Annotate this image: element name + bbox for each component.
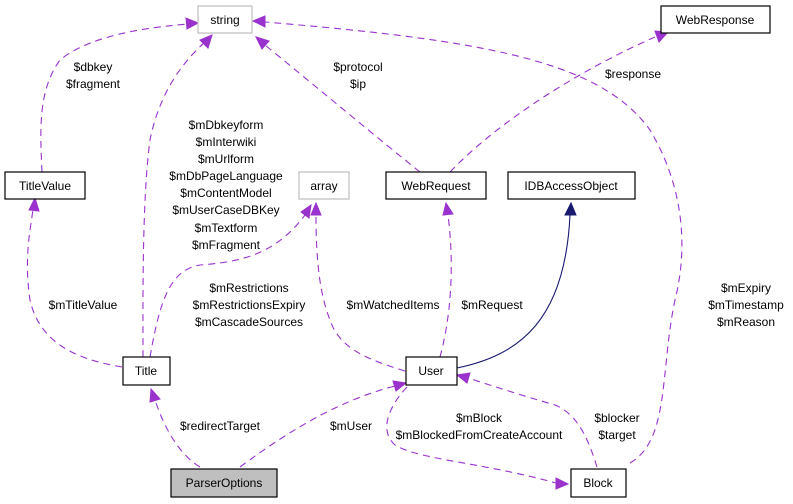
edge-label-block-user: $blocker $target [594, 411, 639, 442]
edge-label-title-array: $mRestrictions $mRestrictionsExpiry $mCa… [193, 281, 306, 329]
node-idbaccessobject[interactable]: IDBAccessObject [507, 171, 636, 200]
edge-label-block-string: $mExpiry $mTimestamp $mReason [708, 281, 784, 329]
svg-text:$mExpiry: $mExpiry [721, 281, 771, 295]
node-webresponse[interactable]: WebResponse [660, 5, 771, 34]
svg-text:$mUrlform: $mUrlform [198, 152, 254, 166]
svg-text:$mInterwiki: $mInterwiki [196, 135, 257, 149]
svg-text:$mRestrictions: $mRestrictions [209, 281, 288, 295]
svg-text:$protocol: $protocol [333, 60, 382, 74]
edge-label-user-array: $mWatchedItems [347, 298, 440, 312]
edge-label-parseroptions-user: $mUser [330, 419, 372, 433]
svg-text:$blocker: $blocker [594, 411, 639, 425]
svg-text:$mWatchedItems: $mWatchedItems [347, 298, 440, 312]
edge-title-titlevalue [26, 196, 123, 368]
svg-text:$mContentModel: $mContentModel [180, 186, 271, 200]
arrowhead [199, 34, 213, 49]
arrowhead [185, 17, 200, 30]
edge-user-idbaccessobject [456, 201, 577, 369]
node-label: string [210, 13, 239, 27]
node-label: IDBAccessObject [524, 179, 618, 193]
arrowhead [555, 477, 570, 490]
arrowhead [255, 36, 270, 50]
arrowhead [564, 201, 577, 216]
svg-text:$mBlock: $mBlock [456, 411, 503, 425]
svg-text:$ip: $ip [350, 77, 366, 91]
node-title[interactable]: Title [122, 356, 171, 386]
svg-text:$dbkey: $dbkey [74, 60, 113, 74]
svg-text:$mTitleValue: $mTitleValue [49, 298, 118, 312]
arrowhead [251, 15, 266, 28]
node-titlevalue[interactable]: TitleValue [4, 171, 86, 200]
edge-label-user-webrequest: $mRequest [461, 298, 523, 312]
edge-label-webrequest-string: $protocol $ip [333, 60, 382, 91]
arrowhead [28, 196, 40, 212]
node-label: ParserOptions [186, 476, 263, 490]
node-block[interactable]: Block [570, 468, 627, 498]
edge-block-string [251, 15, 683, 464]
node-webrequest[interactable]: WebRequest [385, 171, 487, 200]
edge-block-user [455, 372, 598, 468]
arrowhead [442, 201, 454, 216]
node-parseroptions[interactable]: ParserOptions [170, 468, 278, 498]
edge-parseroptions-title [149, 387, 201, 468]
svg-text:$mReason: $mReason [717, 315, 775, 329]
svg-text:$mDbPageLanguage: $mDbPageLanguage [169, 169, 283, 183]
node-label: User [418, 364, 443, 378]
node-label: WebResponse [676, 13, 755, 27]
edge-label-parseroptions-title: $redirectTarget [180, 419, 261, 433]
svg-text:$mRestrictionsExpiry: $mRestrictionsExpiry [193, 298, 306, 312]
node-user[interactable]: User [405, 356, 458, 386]
svg-text:$mFragment: $mFragment [192, 238, 261, 252]
edge-label-title-titlevalue: $mTitleValue [49, 298, 118, 312]
arrowhead [392, 380, 408, 392]
arrowhead [455, 372, 471, 384]
node-array[interactable]: array [298, 171, 350, 200]
node-label: TitleValue [19, 179, 71, 193]
edge-label-titlevalue-string: $dbkey $fragment [66, 60, 121, 91]
svg-text:$mDbkeyform: $mDbkeyform [189, 118, 264, 132]
edge-label-title-string: $mDbkeyform $mInterwiki $mUrlform $mDbPa… [169, 118, 283, 252]
arrowhead [149, 387, 161, 403]
svg-text:$mTimestamp: $mTimestamp [708, 298, 784, 312]
arrowhead [310, 201, 322, 216]
svg-text:$mTextform: $mTextform [195, 221, 258, 235]
node-label: Title [135, 364, 158, 378]
edge-user-array [310, 201, 406, 372]
arrowhead [300, 203, 312, 219]
svg-text:$mRequest: $mRequest [461, 298, 523, 312]
edge-title-array [149, 203, 312, 358]
node-string[interactable]: string [197, 5, 253, 34]
edge-label-webrequest-webresponse: $response [605, 67, 661, 81]
svg-text:$mBlockedFromCreateAccount: $mBlockedFromCreateAccount [396, 428, 563, 442]
svg-text:$response: $response [605, 67, 661, 81]
node-label: array [310, 179, 337, 193]
svg-text:$redirectTarget: $redirectTarget [180, 419, 261, 433]
svg-text:$fragment: $fragment [66, 77, 121, 91]
edge-titlevalue-string [40, 17, 200, 173]
svg-text:$target: $target [598, 428, 636, 442]
edge-title-string [142, 34, 213, 358]
edge-webrequest-string [255, 36, 421, 173]
edge-user-webrequest [439, 201, 454, 358]
svg-text:$mUserCaseDBKey: $mUserCaseDBKey [172, 203, 279, 217]
node-label: Block [583, 476, 613, 490]
edge-label-user-block: $mBlock $mBlockedFromCreateAccount [396, 411, 563, 442]
edge-webrequest-webresponse [449, 30, 670, 173]
edge-parseroptions-user [239, 380, 408, 468]
node-label: WebRequest [401, 179, 471, 193]
svg-text:$mCascadeSources: $mCascadeSources [195, 315, 303, 329]
svg-text:$mUser: $mUser [330, 419, 372, 433]
edge-user-block [386, 386, 570, 490]
